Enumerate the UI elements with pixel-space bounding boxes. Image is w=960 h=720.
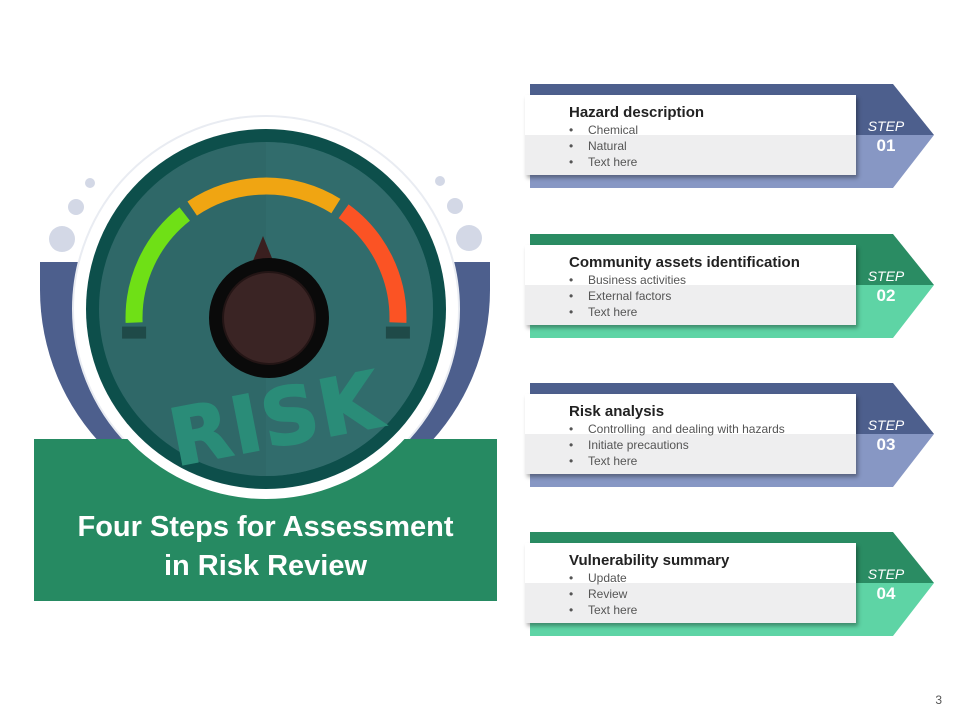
- gauge-segment-high: [338, 204, 407, 323]
- bubble-left-small: [85, 178, 95, 188]
- step-03: Risk analysis Controlling and dealing wi…: [525, 383, 935, 491]
- gauge-segment-low: [125, 207, 191, 323]
- slide-title-line-1: Four Steps for Assessment: [77, 511, 454, 543]
- step-04-bullet: Text here: [569, 602, 637, 618]
- step-01-heading: Hazard description: [569, 104, 705, 121]
- step-01-bullet-list: Chemical Natural Text here: [569, 122, 638, 170]
- step-01-number: 01: [876, 136, 896, 155]
- step-03-number: 03: [876, 435, 896, 454]
- step-03-card: Risk analysis Controlling and dealing wi…: [525, 394, 856, 474]
- gauge-arc-shadow-left: [122, 326, 147, 339]
- step-02-heading: Community assets identification: [569, 254, 800, 271]
- step-02-label: STEP: [867, 268, 905, 284]
- bubble-right-small: [435, 176, 445, 186]
- step-02-bullet-list: Business activities External factors Tex…: [569, 272, 686, 320]
- gauge-arc-shadow-right: [385, 326, 410, 339]
- step-03-bullet: Text here: [569, 453, 785, 469]
- step-01-card: Hazard description Chemical Natural Text…: [525, 95, 856, 175]
- step-03-bullet: Controlling and dealing with hazards: [569, 421, 785, 437]
- step-04-heading: Vulnerability summary: [569, 552, 730, 569]
- step-01-bullet: Chemical: [569, 122, 638, 138]
- page-number: 3: [935, 693, 942, 707]
- step-02-card: Community assets identification Business…: [525, 245, 856, 325]
- step-04-number: 04: [876, 584, 896, 603]
- gauge-segment-medium: [187, 177, 341, 216]
- bubble-left-large: [49, 226, 75, 252]
- step-03-bullet: Initiate precautions: [569, 437, 785, 453]
- step-01-label: STEP: [867, 118, 905, 134]
- step-01-bullet: Natural: [569, 138, 638, 154]
- step-04-bullet: Review: [569, 586, 637, 602]
- slide-title: Four Steps for Assessment in Risk Review: [34, 508, 497, 586]
- step-01-bullet: Text here: [569, 154, 638, 170]
- step-04-bullet-list: Update Review Text here: [569, 570, 637, 618]
- step-04-card: Vulnerability summary Update Review Text…: [525, 543, 856, 623]
- step-02: Community assets identification Business…: [525, 234, 935, 342]
- step-03-heading: Risk analysis: [569, 403, 665, 420]
- slide-title-line-2: in Risk Review: [163, 550, 368, 582]
- gauge-knob-inner: [223, 272, 315, 364]
- bubble-right-large: [456, 225, 482, 251]
- bubble-left-medium: [68, 199, 84, 215]
- step-02-bullet: Business activities: [569, 272, 686, 288]
- step-04-bullet: Update: [569, 570, 637, 586]
- step-02-bullet: External factors: [569, 288, 686, 304]
- step-04: Vulnerability summary Update Review Text…: [525, 532, 935, 640]
- step-01: Hazard description Chemical Natural Text…: [525, 84, 935, 192]
- bubble-right-medium: [447, 198, 463, 214]
- step-02-number: 02: [876, 286, 896, 305]
- step-03-bullet-list: Controlling and dealing with hazards Ini…: [569, 421, 785, 469]
- step-02-bullet: Text here: [569, 304, 686, 320]
- step-04-label: STEP: [867, 566, 905, 582]
- step-03-label: STEP: [867, 417, 905, 433]
